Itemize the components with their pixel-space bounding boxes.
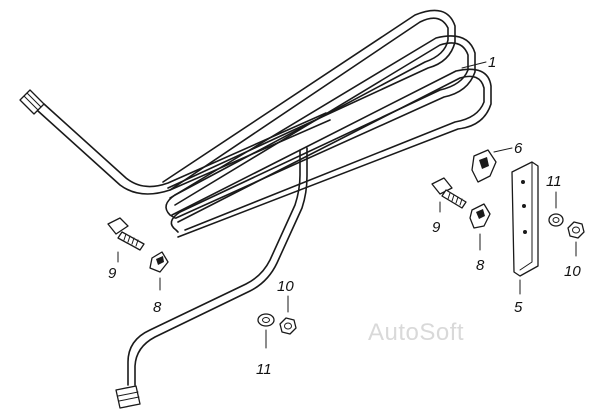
washer-center bbox=[257, 313, 275, 327]
coiled-tube-part-1 bbox=[19, 9, 492, 409]
callout-10-center: 10 bbox=[277, 278, 294, 295]
callout-8-right: 8 bbox=[476, 257, 485, 274]
mounting-bracket bbox=[511, 161, 539, 277]
leader-lines bbox=[117, 61, 577, 349]
clip-right-top bbox=[471, 149, 497, 183]
bolt-right bbox=[431, 177, 467, 209]
callout-10-right: 10 bbox=[564, 263, 581, 280]
callout-5: 5 bbox=[514, 299, 523, 316]
tube-bottom-fitting bbox=[115, 385, 141, 409]
callout-8-left: 8 bbox=[153, 299, 162, 316]
callout-1: 1 bbox=[488, 54, 496, 71]
callout-6: 6 bbox=[514, 140, 523, 157]
nut-right bbox=[567, 221, 585, 239]
clip-left bbox=[149, 251, 169, 273]
tube-left-fitting bbox=[19, 89, 45, 115]
nut-center bbox=[279, 317, 297, 335]
clip-right-bottom bbox=[469, 203, 491, 229]
callout-11-center: 11 bbox=[256, 361, 272, 378]
callout-9-left: 9 bbox=[108, 265, 117, 282]
washer-right bbox=[548, 213, 564, 227]
callout-9-right: 9 bbox=[432, 219, 441, 236]
callout-11-right: 11 bbox=[546, 173, 562, 190]
watermark: AutoSoft bbox=[368, 319, 464, 346]
bolt-left bbox=[107, 217, 145, 251]
